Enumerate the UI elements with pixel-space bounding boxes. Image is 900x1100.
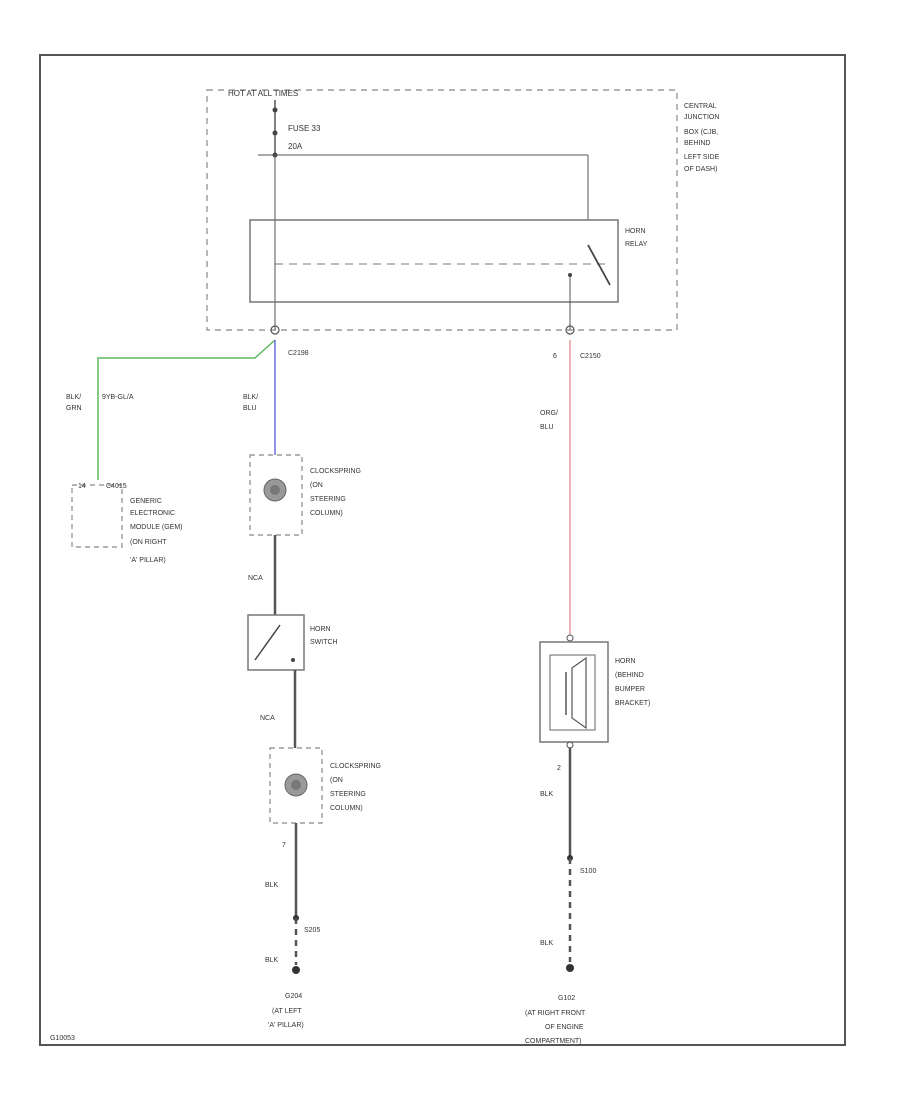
gem-label: GENERIC ELECTRONIC MODULE (GEM) (ON RIGH… — [130, 498, 183, 564]
clockspring-bottom-icon-inner — [291, 780, 301, 790]
horn-switch-box — [247, 614, 305, 671]
figure-code: G10053 — [50, 1035, 75, 1042]
ground-g102-label: G102 (AT RIGHT FRONT OF ENGINE COMPARTME… — [525, 995, 586, 1045]
wire-org-blu-label-2: BLU — [540, 424, 554, 431]
wire-org-blu-label-1: ORG/ — [540, 410, 558, 417]
svg-text:BUMPER: BUMPER — [615, 686, 645, 693]
svg-text:HORN: HORN — [310, 626, 331, 633]
svg-text:CLOCKSPRING: CLOCKSPRING — [330, 763, 381, 770]
svg-text:(ON RIGHT: (ON RIGHT — [130, 539, 167, 546]
wire-blk-blu-label-1: BLK/ — [243, 394, 258, 401]
horn-label: HORN (BEHIND BUMPER BRACKET) — [615, 658, 650, 707]
horn-box — [539, 641, 609, 743]
svg-text:G204: G204 — [285, 993, 302, 1000]
clockspring-top-label: CLOCKSPRING (ON STEERING COLUMN) — [310, 468, 361, 517]
wire-nca-lower-label: NCA — [260, 715, 275, 722]
fuse-name: FUSE 33 — [288, 124, 321, 133]
connector-right-label: C2150 — [580, 353, 601, 360]
horn-switch-label: HORN SWITCH — [310, 626, 338, 646]
horn-bottom-pin — [566, 741, 574, 749]
wire-blk-grn — [97, 339, 276, 480]
gem-pin-label: 14 — [78, 483, 86, 490]
svg-text:(BEHIND: (BEHIND — [615, 672, 644, 679]
horn-switch-contact — [291, 658, 295, 662]
cjb-dashed-box — [206, 89, 678, 331]
cjb-label: CENTRAL JUNCTION BOX (CJB, BEHIND LEFT S… — [684, 103, 720, 173]
svg-text:G102: G102 — [558, 995, 575, 1002]
wire-blk-left-2-label: BLK — [265, 957, 279, 964]
svg-text:HORN: HORN — [615, 658, 636, 665]
horn-relay-box — [249, 219, 619, 303]
gem-connector-label: C4015 — [106, 483, 127, 490]
wire-blk-grn-alt-label: 9YB-GL/A — [102, 394, 134, 401]
svg-text:(AT LEFT: (AT LEFT — [272, 1008, 302, 1015]
clockspring-bottom-pin: 7 — [282, 842, 286, 849]
fuse-terminal-bottom — [272, 130, 278, 136]
horn-relay-label: HORN RELAY — [625, 228, 648, 248]
horn-icon-speaker — [571, 656, 587, 730]
svg-text:BRACKET): BRACKET) — [615, 700, 650, 707]
splice-s100-label: S100 — [580, 868, 596, 875]
wire-nca-upper-label: NCA — [248, 575, 263, 582]
wire-blk-right-2-label: BLK — [540, 940, 554, 947]
svg-text:'A' PILLAR): 'A' PILLAR) — [130, 557, 166, 564]
connector-right-pin-label: 6 — [553, 353, 557, 360]
wire-blk-right-1-label: BLK — [540, 791, 554, 798]
wire-blk-left-1-label: BLK — [265, 882, 279, 889]
ground-g204-dot — [292, 966, 300, 974]
svg-text:(ON: (ON — [330, 777, 343, 784]
fuse-terminal-top — [272, 107, 278, 113]
svg-text:RELAY: RELAY — [625, 241, 648, 248]
relay-switch-arm — [587, 244, 611, 286]
svg-text:OF DASH): OF DASH) — [684, 166, 717, 173]
svg-text:COLUMN): COLUMN) — [330, 805, 363, 812]
ground-g204-label: G204 (AT LEFT 'A' PILLAR) — [268, 993, 304, 1029]
hot-at-all-times-label: HOT AT ALL TIMES — [228, 89, 298, 98]
horn-top-pin — [566, 634, 574, 642]
svg-text:'A' PILLAR): 'A' PILLAR) — [268, 1022, 304, 1029]
svg-text:OF ENGINE: OF ENGINE — [545, 1024, 584, 1031]
clockspring-bottom-label: CLOCKSPRING (ON STEERING COLUMN) — [330, 763, 381, 812]
svg-text:COLUMN): COLUMN) — [310, 510, 343, 517]
gem-module-box — [71, 484, 123, 548]
connector-left-label: C2198 — [288, 350, 309, 357]
svg-text:CENTRAL: CENTRAL — [684, 103, 717, 110]
svg-text:STEERING: STEERING — [310, 496, 346, 503]
svg-text:GENERIC: GENERIC — [130, 498, 162, 505]
ground-g102-dot — [566, 964, 574, 972]
wire-blk-grn-label-1: BLK/ — [66, 394, 81, 401]
svg-text:ELECTRONIC: ELECTRONIC — [130, 510, 175, 517]
svg-text:(ON: (ON — [310, 482, 323, 489]
splice-s205-label: S205 — [304, 927, 320, 934]
horn-pin-label: 2 — [557, 765, 561, 772]
svg-text:JUNCTION: JUNCTION — [684, 114, 719, 121]
wire-blk-grn-label-2: GRN — [66, 405, 82, 412]
svg-text:BOX (CJB,: BOX (CJB, — [684, 129, 718, 136]
clockspring-top-icon-inner — [270, 485, 280, 495]
diagram-border — [39, 54, 846, 1046]
svg-text:HORN: HORN — [625, 228, 646, 235]
svg-text:CLOCKSPRING: CLOCKSPRING — [310, 468, 361, 475]
svg-text:(AT RIGHT FRONT: (AT RIGHT FRONT — [525, 1010, 586, 1017]
connector-right-pin — [565, 325, 575, 335]
svg-text:STEERING: STEERING — [330, 791, 366, 798]
svg-text:MODULE (GEM): MODULE (GEM) — [130, 524, 183, 531]
svg-text:BEHIND: BEHIND — [684, 140, 710, 147]
wire-blk-blu-label-2: BLU — [243, 405, 257, 412]
fuse-rating: 20A — [288, 142, 303, 151]
horn-switch-arm — [254, 624, 281, 661]
svg-text:COMPARTMENT): COMPARTMENT) — [525, 1038, 582, 1045]
svg-text:LEFT SIDE: LEFT SIDE — [684, 154, 720, 161]
svg-text:SWITCH: SWITCH — [310, 639, 338, 646]
relay-contact-point — [568, 273, 572, 277]
horn-icon-body — [549, 654, 596, 731]
connector-left-pin — [270, 325, 280, 335]
